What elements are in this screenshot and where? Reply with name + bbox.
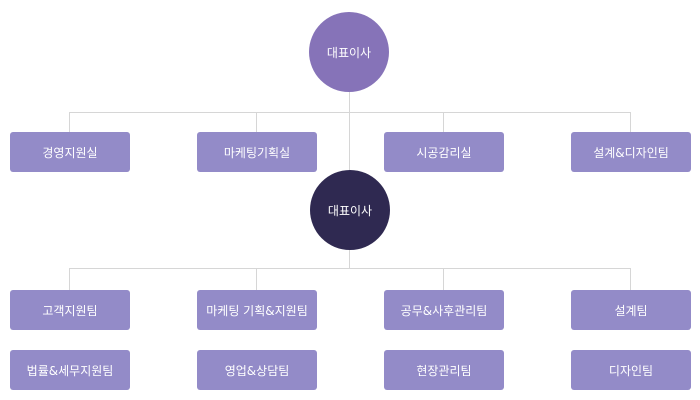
team-label: 영업&상담팀 (224, 363, 290, 378)
dept-label: 설계&디자인팀 (593, 145, 669, 160)
team-label: 현장관리팀 (416, 363, 472, 378)
team-label: 설계팀 (614, 303, 648, 318)
team-box-customer-support: 고객지원팀 (10, 290, 130, 330)
dept-label: 경영지원실 (42, 145, 98, 160)
dept-label: 마케팅기획실 (223, 145, 291, 160)
dept-box-design-and-interior: 설계&디자인팀 (571, 132, 691, 172)
ceo-node-top-label: 대표이사 (326, 45, 372, 60)
team-box-design: 설계팀 (571, 290, 691, 330)
dept-box-management-support: 경영지원실 (10, 132, 130, 172)
team-label: 고객지원팀 (42, 303, 98, 318)
team-label: 법률&세무지원팀 (26, 363, 114, 378)
team-box-interior-design: 디자인팀 (571, 350, 691, 390)
dept-label: 시공감리실 (416, 145, 472, 160)
team-box-works-aftercare: 공무&사후관리팀 (384, 290, 504, 330)
ceo-node-second-label: 대표이사 (327, 203, 373, 218)
team-label: 마케팅 기획&지원팀 (206, 303, 308, 318)
dept-box-construction-supervision: 시공감리실 (384, 132, 504, 172)
team-label: 공무&사후관리팀 (400, 303, 488, 318)
team-box-legal-tax-support: 법률&세무지원팀 (10, 350, 130, 390)
ceo-node-top: 대표이사 (309, 12, 389, 92)
team-box-sales-consulting: 영업&상담팀 (197, 350, 317, 390)
dept-box-marketing-planning: 마케팅기획실 (197, 132, 317, 172)
team-box-marketing-planning-support: 마케팅 기획&지원팀 (197, 290, 317, 330)
team-box-site-management: 현장관리팀 (384, 350, 504, 390)
ceo-node-second: 대표이사 (310, 170, 390, 250)
team-label: 디자인팀 (608, 363, 654, 378)
